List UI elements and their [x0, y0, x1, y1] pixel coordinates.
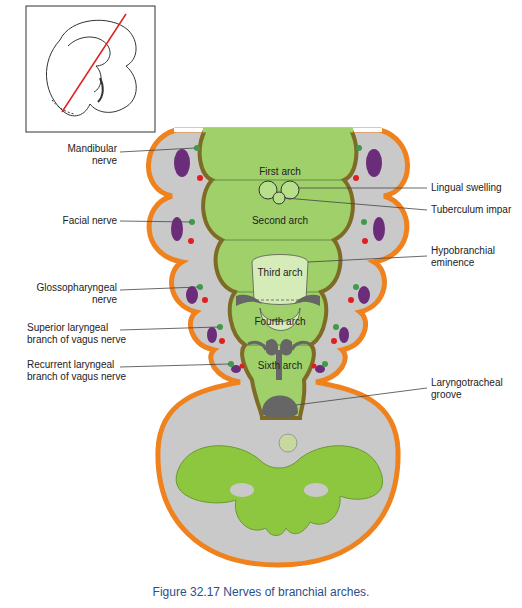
cut-edge: [174, 128, 382, 132]
pharyngeal-wall: [148, 130, 407, 565]
arch-cartilage: [358, 286, 370, 304]
structure-label: Lingual swelling: [431, 182, 521, 194]
arch-label: Fourth arch: [254, 316, 305, 328]
leader-line: [120, 221, 190, 222]
arch-label: Second arch: [252, 215, 308, 227]
arch-label: First arch: [259, 166, 301, 178]
dashed-line: [256, 300, 304, 301]
dark-ridge: [294, 295, 320, 306]
arch-label: Sixth arch: [258, 360, 302, 372]
structure-label: Hypobranchial eminence: [431, 245, 506, 269]
artery-dot: [188, 238, 194, 244]
arch-cartilage: [186, 286, 198, 304]
leader-line: [299, 188, 427, 189]
arch-cartilage: [174, 149, 190, 177]
arch-boundary: [214, 180, 342, 181]
hypobranchial-eminence: [252, 255, 308, 305]
artery-dot: [362, 238, 368, 244]
leader-line: [285, 198, 427, 210]
leader-line: [120, 148, 195, 152]
inset-frame: [26, 6, 155, 132]
artery-dot: [353, 175, 359, 181]
nerve-dot: [361, 219, 367, 225]
leader-line: [120, 364, 229, 367]
gap: [304, 483, 328, 497]
nerve-label: Glossopharyngeal nerve: [27, 282, 117, 306]
structure-label: Tuberculum impar: [431, 204, 521, 216]
pharyngeal-floor: [200, 130, 357, 418]
arch-boundary: [247, 345, 309, 346]
artery-dot: [202, 297, 208, 303]
embryo-tail: [52, 100, 74, 114]
arch-cartilage: [207, 327, 217, 343]
nerve-label: Mandibular nerve: [40, 143, 117, 167]
embryo-arches: [68, 37, 110, 92]
arch-label: Third arch: [257, 267, 302, 279]
nerve-label: Facial nerve: [40, 215, 117, 227]
dark-ridge: [236, 295, 262, 306]
dark-ridge: [248, 342, 266, 350]
small-circle: [279, 434, 297, 452]
arch-boundary: [224, 240, 332, 241]
figure-caption: Figure 32.17 Nerves of branchial arches.: [153, 585, 370, 599]
arch-cartilage: [339, 327, 349, 343]
artery-dot: [312, 364, 317, 369]
nerve-label: Superior laryngeal branch of vagus nerve: [27, 322, 137, 346]
artery-dot: [240, 364, 245, 369]
tuberculum-impar: [273, 192, 285, 204]
nerve-dot: [333, 324, 339, 330]
artery-dot: [348, 297, 354, 303]
arch-contents: [171, 145, 245, 373]
nerve-label: Recurrent laryngeal branch of vagus nerv…: [27, 359, 137, 383]
section-plane-line: [62, 14, 126, 112]
artery-dot: [331, 338, 337, 344]
nerve-dot: [356, 145, 362, 151]
laryngotracheal-groove-shape: [262, 396, 298, 419]
nerve-dot: [322, 361, 328, 367]
dark-ridge: [292, 342, 310, 350]
artery-dot: [197, 175, 203, 181]
artery-dot: [219, 338, 225, 344]
arch-cartilage: [373, 217, 385, 241]
leader-line: [296, 388, 427, 405]
gap: [230, 483, 254, 497]
nerve-dot: [353, 284, 359, 290]
leader-line: [120, 287, 198, 290]
cut-edge: [203, 128, 353, 133]
lower-green-mass: [176, 446, 383, 536]
structure-label: Laryngotracheal groove: [431, 377, 513, 401]
leader-line: [120, 327, 218, 330]
leader-line: [308, 256, 427, 262]
embryo-limb: [98, 78, 103, 102]
arch-cartilage: [171, 217, 183, 241]
arch-cartilage: [366, 149, 382, 177]
